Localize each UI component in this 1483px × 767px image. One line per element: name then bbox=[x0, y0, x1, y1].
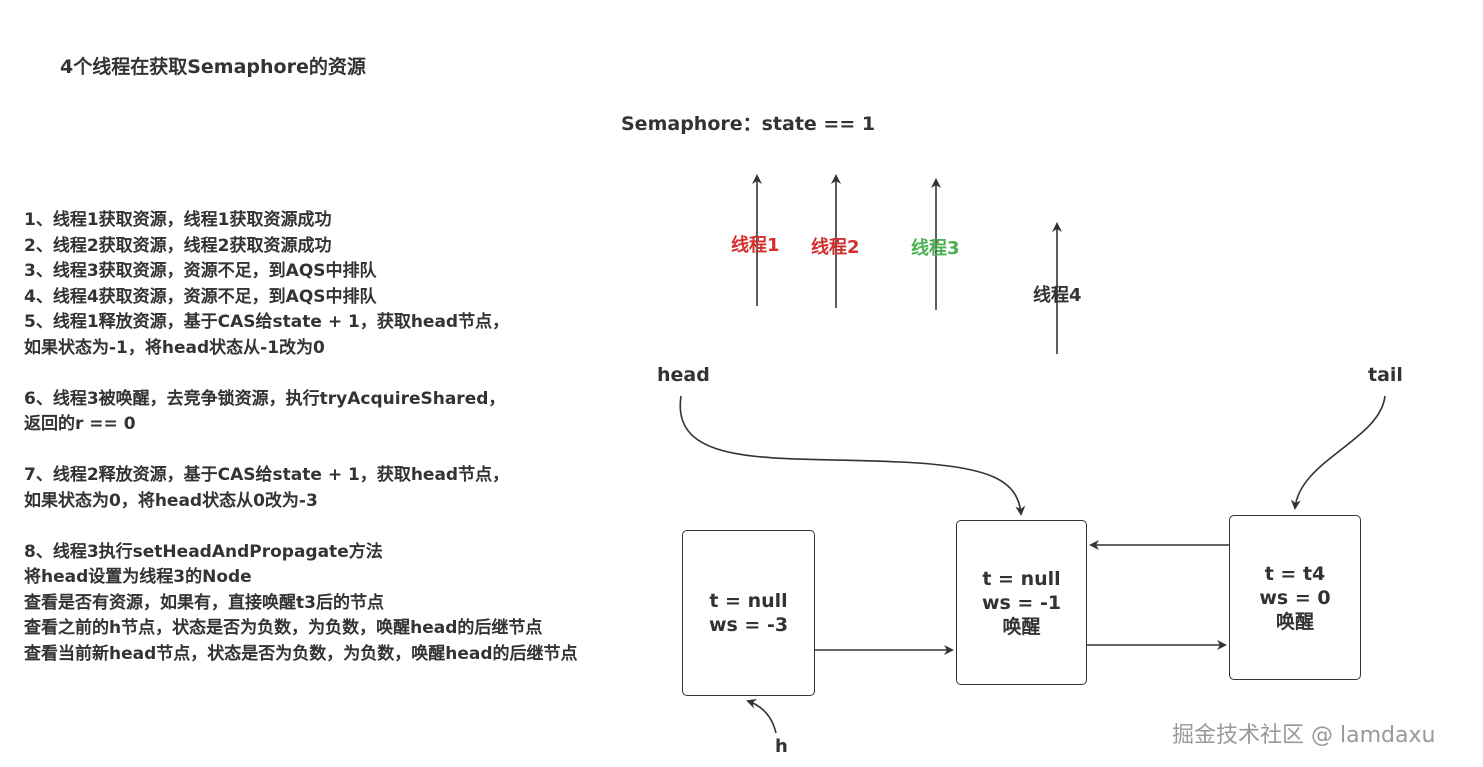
step-line: 查看是否有资源，如果有，直接唤醒t3后的节点 bbox=[24, 592, 384, 613]
step-line bbox=[24, 438, 578, 464]
step-line: 7、线程2释放资源，基于CAS给state + 1，获取head节点， bbox=[24, 465, 510, 485]
step-line: 2、线程2获取资源，线程2获取资源成功 bbox=[24, 235, 332, 256]
thread1-label: 线程1 bbox=[731, 235, 780, 256]
step-line: 查看之前的h节点，状态是否为负数，为负数，唤醒head的后继节点 bbox=[24, 618, 543, 638]
step-line bbox=[24, 361, 578, 387]
step-line: 1、线程1获取资源，线程1获取资源成功 bbox=[24, 210, 332, 230]
node-thread-value: t = null bbox=[982, 567, 1061, 590]
step-line: 如果状态为0，将head状态从0改为-3 bbox=[24, 490, 318, 511]
step-line: 如果状态为-1，将head状态从-1改为0 bbox=[24, 337, 325, 358]
tail-pointer-arrow bbox=[1290, 395, 1386, 510]
diagram-title: 4个线程在获取Semaphore的资源 bbox=[60, 56, 366, 78]
node-thread-value: t = null bbox=[709, 590, 788, 612]
step-line: 6、线程3被唤醒，去竞争锁资源，执行tryAcquireShared， bbox=[24, 388, 506, 409]
queue-node-thread4: t = t4 ws = 0 唤醒 bbox=[1229, 515, 1361, 680]
watermark: 掘金技术社区 @ lamdaxu bbox=[1172, 723, 1436, 748]
head-pointer-label: head bbox=[657, 364, 710, 386]
step-line: 4、线程4获取资源，资源不足，到AQS中排队 bbox=[24, 286, 377, 307]
node-ws-value: ws = -1 bbox=[981, 591, 1062, 614]
h-pointer-label: h bbox=[775, 736, 788, 757]
node-note: 唤醒 bbox=[1275, 610, 1314, 633]
node-thread-value: t = t4 bbox=[1264, 562, 1326, 585]
tail-pointer-label: tail bbox=[1368, 364, 1403, 386]
step-line: 将head设置为线程3的Node bbox=[24, 567, 252, 587]
step-line: 3、线程3获取资源，资源不足，到AQS中排队 bbox=[24, 261, 377, 281]
step-line bbox=[24, 514, 578, 540]
head-pointer-arrow bbox=[679, 395, 1026, 516]
node-ws-value: ws = 0 bbox=[1259, 586, 1331, 609]
h-pointer-arrow bbox=[746, 698, 777, 734]
semaphore-state-label: Semaphore：state == 1 bbox=[621, 113, 876, 135]
node-note: 唤醒 bbox=[1002, 615, 1041, 638]
step-line: 8、线程3执行setHeadAndPropagate方法 bbox=[24, 541, 383, 562]
step-line: 查看当前新head节点，状态是否为负数，为负数，唤醒head的后继节点 bbox=[24, 643, 578, 664]
thread4-label: 线程4 bbox=[1033, 285, 1082, 306]
thread3-label: 线程3 bbox=[911, 238, 960, 259]
steps-list: 1、线程1获取资源，线程1获取资源成功 2、线程2获取资源，线程2获取资源成功 3、… bbox=[24, 208, 578, 667]
node-ws-value: ws = -3 bbox=[708, 614, 789, 636]
queue-node-thread3: t = null ws = -1 唤醒 bbox=[956, 520, 1087, 685]
step-line: 返回的r == 0 bbox=[24, 414, 136, 434]
queue-node-old-head: t = null ws = -3 bbox=[682, 530, 815, 696]
step-line: 5、线程1释放资源，基于CAS给state + 1，获取head节点， bbox=[24, 312, 510, 332]
thread2-label: 线程2 bbox=[811, 237, 860, 258]
